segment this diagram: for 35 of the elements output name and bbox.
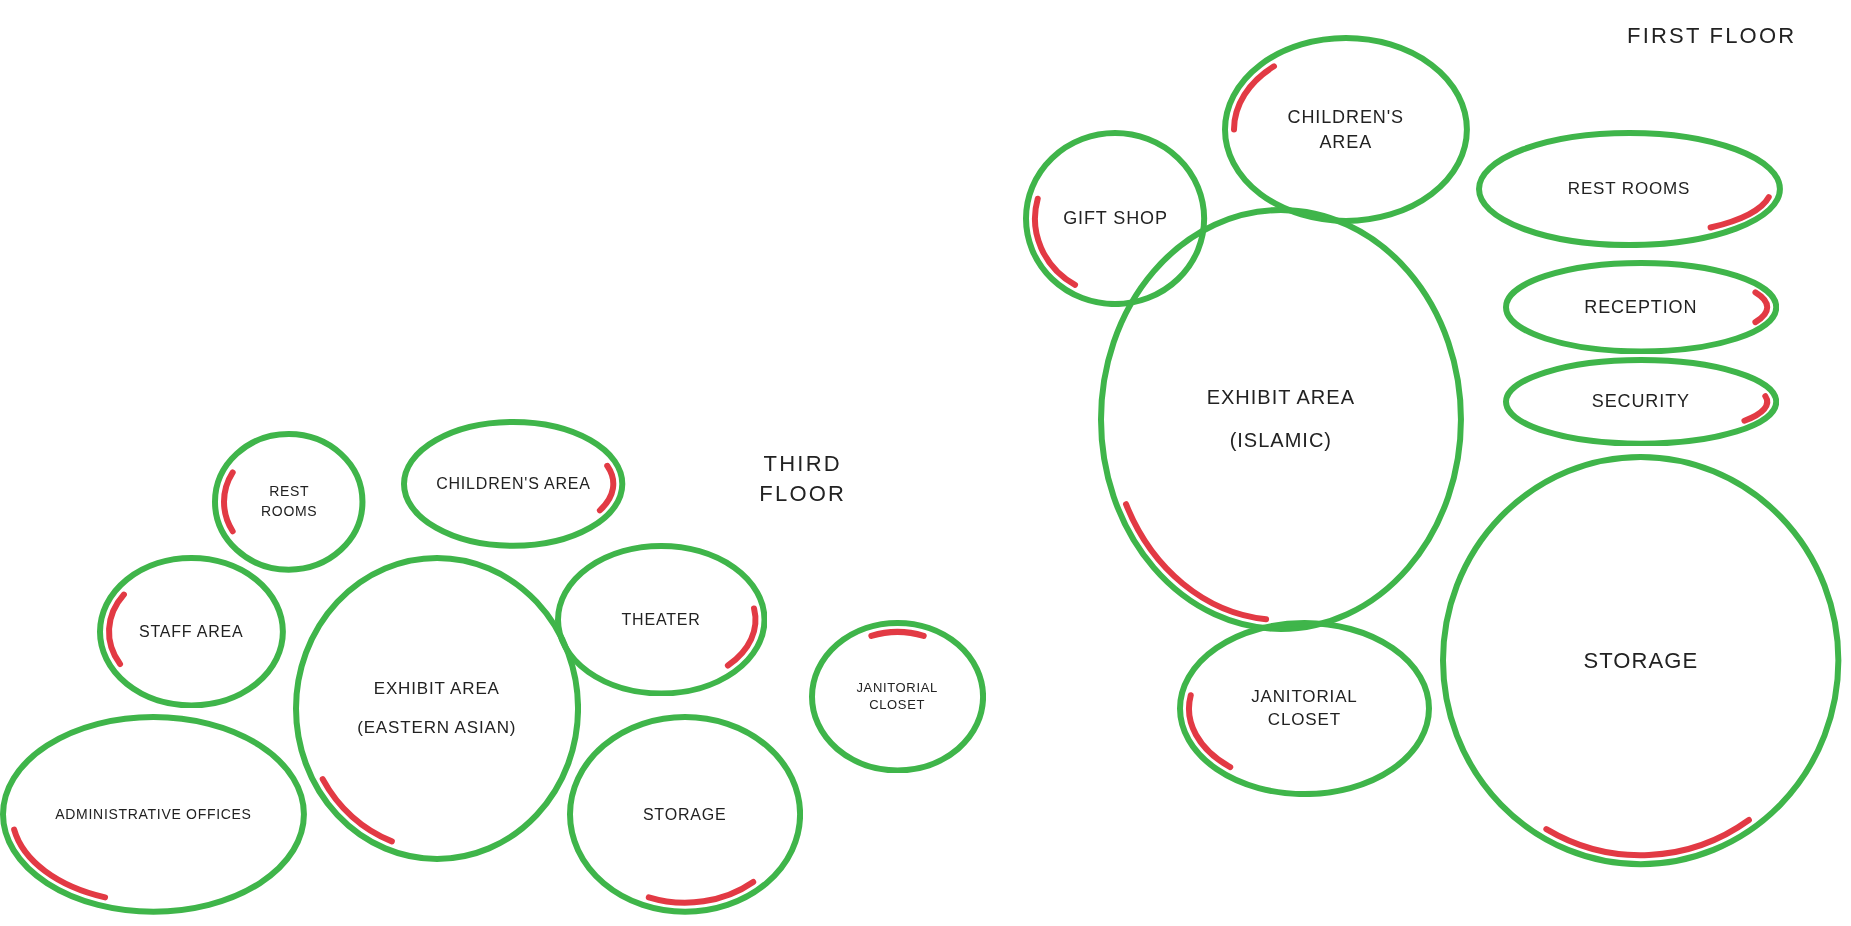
room-label: SECURITY: [1590, 389, 1691, 413]
room-bubble: [401, 419, 626, 549]
room-bubble: [0, 714, 307, 915]
room-bubble: [96, 554, 286, 709]
room-label: (ISLAMIC): [1228, 428, 1333, 454]
room-label: REST ROOMS: [260, 482, 319, 521]
room-label: (EASTERN ASIAN): [356, 717, 518, 740]
room-label: EXHIBIT AREA: [1205, 384, 1356, 410]
room-label: EXHIBIT AREA: [372, 677, 501, 700]
room-label: CHILDREN'S AREA: [435, 474, 592, 494]
room-bubble: [1221, 35, 1470, 225]
room-bubble: [1023, 129, 1208, 307]
floor-label: THIRD FLOOR: [758, 449, 848, 508]
room-bubble: [1440, 454, 1842, 868]
room-bubble: [808, 619, 986, 774]
room-bubble: [292, 554, 581, 862]
room-label: JANITORIAL CLOSET: [1250, 685, 1359, 732]
room-bubble: [212, 430, 366, 573]
room-label: STAFF AREA: [137, 621, 245, 642]
room-label: ADMINISTRATIVE OFFICES: [54, 804, 253, 824]
room-label: REST ROOMS: [1566, 178, 1692, 201]
room-bubble: [1502, 259, 1779, 355]
room-bubble: [1475, 129, 1783, 248]
room-bubble: [566, 714, 803, 915]
room-label: STORAGE: [1582, 646, 1700, 675]
room-label: THEATER: [620, 609, 702, 630]
room-label: JANITORIAL CLOSET: [855, 678, 939, 715]
room-bubble: [554, 543, 768, 697]
room-label: CHILDREN'S AREA: [1286, 106, 1405, 154]
room-bubble: [1502, 356, 1779, 447]
room-bubble: [1176, 619, 1432, 797]
room-label: STORAGE: [641, 804, 728, 825]
room-label: RECEPTION: [1583, 295, 1699, 319]
room-label: GIFT SHOP: [1062, 207, 1169, 230]
floor-label: FIRST FLOOR: [1626, 22, 1798, 51]
